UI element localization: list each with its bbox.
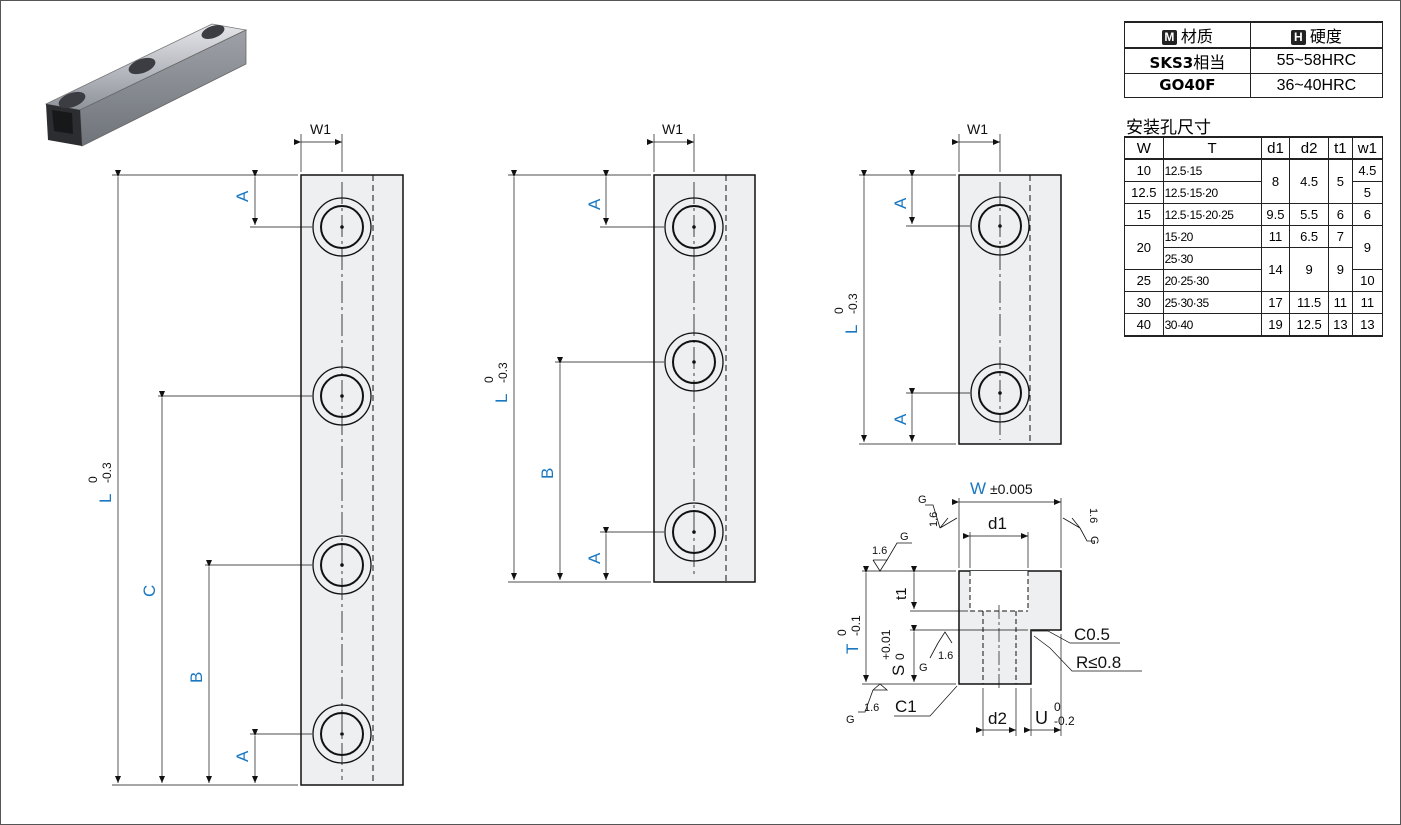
A-label-view1-bottom: A [233, 750, 252, 762]
col-T: T [1162, 136, 1262, 160]
S-label: S [889, 665, 908, 676]
U-label: U [1035, 708, 1048, 728]
counterbore-hole-3 [664, 502, 724, 562]
S-tol-lower: 0 [893, 653, 907, 660]
C-label: C [140, 585, 159, 597]
roughness-grade-5: G [846, 714, 855, 726]
roughness-value-5: 1.6 [864, 702, 879, 714]
table-row: GO40F 36~40HRC [1124, 73, 1384, 98]
product-photo [44, 23, 248, 147]
material-cell: GO40F [1124, 73, 1251, 98]
W-label: W [970, 479, 986, 498]
L-tol-lower-view1: -0.3 [100, 462, 114, 483]
counterbore-hole-1 [970, 196, 1030, 256]
A-label-view2-bottom: A [585, 552, 604, 564]
counterbore-hole-2 [312, 366, 372, 426]
L-label-view1: L [96, 494, 115, 503]
roughness-value-3: 1.6 [872, 545, 887, 557]
T-label: T [843, 644, 862, 654]
C1-label: C1 [895, 697, 917, 716]
counterbore-hole-3 [312, 535, 372, 595]
cross-section-view [858, 498, 1142, 736]
L-label-view3: L [842, 325, 861, 334]
roughness-grade-4: G [919, 662, 928, 674]
w1-label-view1: W1 [310, 121, 331, 137]
hardness-cell: 55~58HRC [1249, 47, 1384, 74]
d2-label: d2 [988, 709, 1007, 728]
counterbore-hole-2 [664, 332, 724, 392]
L-label-view2: L [492, 394, 511, 403]
col-W: W [1124, 136, 1164, 160]
three-hole-bar-view [508, 134, 756, 583]
four-hole-bar-view [112, 134, 404, 786]
B-label-view1: B [187, 672, 206, 683]
counterbore-hole-4 [312, 704, 372, 764]
U-tol-lower: -0.2 [1054, 714, 1075, 728]
A-label-view2-top: A [585, 198, 604, 210]
w1-label-view2: W1 [662, 121, 683, 137]
roughness-value-4: 1.6 [938, 650, 953, 662]
hole-table-title: 安装孔尺寸 [1126, 118, 1211, 137]
dimension-labels: W1 A A C B L 0 -0.3 W1 A A B L 0 -0.3 W1… [86, 121, 1121, 762]
A-label-view1-top: A [233, 190, 252, 202]
w1-label-view3: W1 [967, 121, 988, 137]
L-tol-upper-view1: 0 [86, 476, 100, 483]
L-tol-lower-view2: -0.3 [496, 362, 510, 383]
counterbore-hole-2 [970, 363, 1030, 423]
roughness-symbols [858, 504, 1094, 713]
A-label-view3-top: A [891, 197, 910, 209]
L-tol-lower-view3: -0.3 [846, 293, 860, 314]
material-badge-icon: M [1161, 30, 1177, 45]
d1-label: d1 [988, 514, 1007, 533]
col-w1: w1 [1351, 136, 1384, 160]
C05-label: C0.5 [1074, 625, 1110, 644]
hardness-badge-icon: H [1290, 30, 1306, 45]
col-t1: t1 [1327, 136, 1353, 160]
hardness-cell: 36~40HRC [1249, 73, 1384, 98]
R08-label: R≤0.8 [1076, 653, 1121, 672]
B-label-view2: B [538, 468, 557, 479]
material-cell: SKS3相当 [1124, 47, 1251, 74]
A-label-view3-bottom: A [891, 413, 910, 425]
T-tol-lower: -0.1 [849, 615, 863, 636]
t1-label: t1 [893, 587, 910, 600]
roughness-grade-1: G [918, 494, 927, 506]
two-hole-bar-view [859, 134, 1062, 445]
counterbore-hole-1 [312, 197, 372, 257]
T-tol-upper: 0 [835, 629, 849, 636]
roughness-value-1: 1.6 [928, 512, 940, 527]
counterbore-hole-1 [664, 197, 724, 257]
U-tol-upper: 0 [1054, 700, 1061, 714]
L-tol-upper-view2: 0 [482, 376, 496, 383]
col-d2: d2 [1289, 136, 1329, 160]
roughness-grade-2: G [1088, 536, 1100, 545]
roughness-value-2: 1.6 [1087, 508, 1099, 523]
W-tolerance: ±0.005 [990, 481, 1033, 497]
col-d1: d1 [1260, 136, 1291, 160]
S-tol-upper: +0.01 [879, 629, 893, 660]
table-row: SKS3相当 55~58HRC [1124, 47, 1384, 74]
L-tol-upper-view3: 0 [832, 307, 846, 314]
roughness-grade-3: G [900, 531, 909, 543]
